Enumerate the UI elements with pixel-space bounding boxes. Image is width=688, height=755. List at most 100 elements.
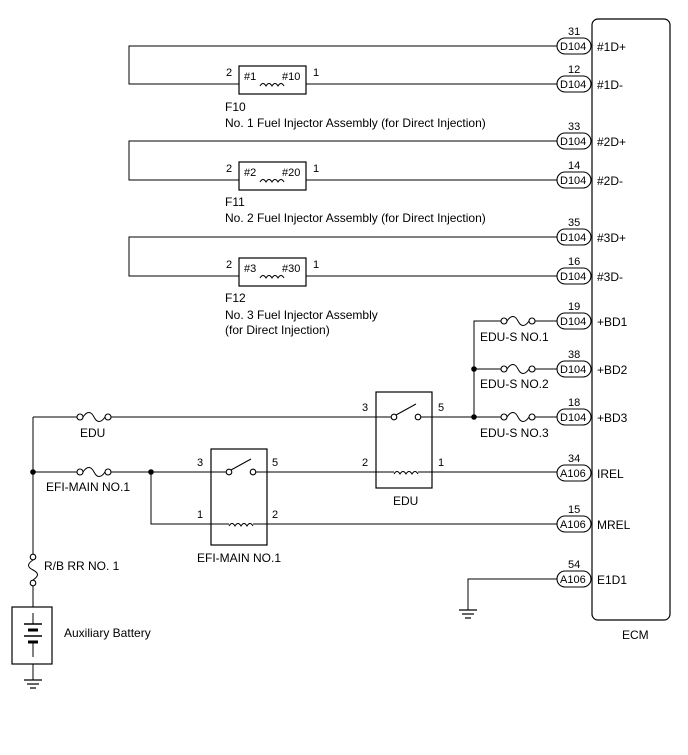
injector-2-left-label: #2 — [244, 167, 256, 179]
terminal-name: +BD3 — [597, 411, 628, 425]
pin-number: 15 — [568, 504, 580, 516]
terminal-name: E1D1 — [597, 573, 627, 587]
ground-icon — [24, 679, 42, 689]
efi-main-relay: 3 5 1 2 EFI-MAIN NO.1 — [197, 448, 281, 565]
terminal-name: #2D- — [597, 174, 623, 188]
edu-relay-label: EDU — [393, 494, 418, 508]
battery-label: Auxiliary Battery — [64, 626, 151, 640]
injector-2-desc: No. 2 Fuel Injector Assembly (for Direct… — [225, 211, 486, 225]
injector-1-right-label: #10 — [282, 71, 300, 83]
pin-number: 2 — [226, 163, 232, 175]
injector-2-right-label: #20 — [282, 167, 300, 179]
coil-icon — [259, 179, 285, 183]
ecm-label: ECM — [622, 628, 649, 642]
injector-2-body — [238, 161, 307, 191]
pin-number: 3 — [362, 402, 368, 414]
injector-3-left-label: #3 — [244, 263, 256, 275]
efi-main-relay-body — [210, 448, 268, 546]
efi-main-fuse-label: EFI-MAIN NO.1 — [46, 480, 130, 494]
injector-1: #1 #10 2 1 F10 No. 1 Fuel Injector Assem… — [128, 45, 557, 130]
auxiliary-battery: Auxiliary Battery — [11, 606, 151, 665]
ground-icon — [459, 609, 477, 619]
terminal-3d-plus: 35 D104 #3D+ — [556, 217, 626, 246]
edu-relay: 3 5 2 1 EDU — [362, 391, 444, 508]
connector-code: D104 — [560, 412, 586, 424]
connector-code: A106 — [560, 519, 586, 531]
terminal-bd1: 19 D104 +BD1 — [556, 301, 628, 330]
terminal-name: MREL — [597, 518, 631, 532]
rb-rr-fuse-label: R/B RR NO. 1 — [44, 559, 120, 573]
terminal-irel: 34 A106 IREL — [556, 453, 624, 482]
terminal-name: #2D+ — [597, 135, 626, 149]
pin-number: 16 — [568, 256, 580, 268]
efi-main-fuse: EFI-MAIN NO.1 — [33, 467, 211, 494]
connector-code: D104 — [560, 41, 586, 53]
edu-fuse-label: EDU — [80, 426, 105, 440]
terminal-name: +BD2 — [597, 363, 628, 377]
pin-number: 2 — [272, 509, 278, 521]
injector-1-left-label: #1 — [244, 71, 256, 83]
pin-number: 19 — [568, 301, 580, 313]
terminal-name: IREL — [597, 467, 624, 481]
pin-number: 1 — [313, 163, 319, 175]
ecm-box — [591, 18, 671, 621]
pin-number: 14 — [568, 160, 580, 172]
injector-3: #3 #30 2 1 F12 No. 3 Fuel Injector Assem… — [128, 236, 557, 337]
pin-number: 31 — [568, 26, 580, 38]
connector-code: A106 — [560, 574, 586, 586]
edu-relay-body — [375, 391, 433, 489]
terminal-mrel: 15 A106 MREL — [556, 504, 631, 533]
efi-main-relay-label: EFI-MAIN NO.1 — [197, 551, 281, 565]
pin-number: 5 — [438, 402, 444, 414]
pin-number: 1 — [313, 259, 319, 271]
connector-code: D104 — [560, 271, 586, 283]
terminal-name: #3D- — [597, 270, 623, 284]
terminal-name: #1D+ — [597, 40, 626, 54]
pin-number: 38 — [568, 349, 580, 361]
injector-3-body — [238, 257, 307, 287]
edu-s2-fuse-label: EDU-S NO.2 — [480, 377, 549, 391]
connector-code: D104 — [560, 364, 586, 376]
pin-number: 1 — [313, 67, 319, 79]
pin-number: 1 — [438, 457, 444, 469]
pin-number: 18 — [568, 397, 580, 409]
edu-fuse: EDU — [33, 412, 376, 440]
connector-code: A106 — [560, 468, 586, 480]
terminal-1d-minus: 12 D104 #1D- — [556, 64, 623, 93]
injector-3-right-label: #30 — [282, 263, 300, 275]
pin-number: 12 — [568, 64, 580, 76]
pin-number: 2 — [226, 67, 232, 79]
terminal-name: #3D+ — [597, 231, 626, 245]
injector-3-desc-line2: (for Direct Injection) — [225, 323, 330, 337]
injector-1-code: F10 — [225, 100, 246, 114]
injector-3-code: F12 — [225, 291, 246, 305]
pin-number: 5 — [272, 457, 278, 469]
pin-number: 54 — [568, 559, 580, 571]
coil-icon — [259, 275, 285, 279]
pin-number: 3 — [197, 457, 203, 469]
pin-number: 2 — [362, 457, 368, 469]
injector-2: #2 #20 2 1 F11 No. 2 Fuel Injector Assem… — [128, 140, 557, 225]
pin-number: 1 — [197, 509, 203, 521]
connector-code: D104 — [560, 79, 586, 91]
terminal-name: #1D- — [597, 78, 623, 92]
injector-2-code: F11 — [225, 195, 245, 209]
terminal-name: +BD1 — [597, 315, 628, 329]
connector-code: D104 — [560, 136, 586, 148]
terminal-1d-plus: 31 D104 #1D+ — [556, 26, 626, 55]
terminal-3d-minus: 16 D104 #3D- — [556, 256, 623, 285]
terminal-bd2: 38 D104 +BD2 — [556, 349, 628, 378]
terminal-e1d1: 54 A106 E1D1 — [556, 559, 627, 588]
pin-number: 35 — [568, 217, 580, 229]
pin-number: 34 — [568, 453, 580, 465]
pin-number: 33 — [568, 121, 580, 133]
injector-1-body — [238, 65, 307, 95]
terminal-2d-plus: 33 D104 #2D+ — [556, 121, 626, 150]
injector-1-desc: No. 1 Fuel Injector Assembly (for Direct… — [225, 116, 486, 130]
edu-s3-fuse-label: EDU-S NO.3 — [480, 426, 549, 440]
terminal-bd3: 18 D104 +BD3 — [556, 397, 628, 426]
edu-s1-fuse-label: EDU-S NO.1 — [480, 330, 549, 344]
rb-rr-fuse: R/B RR NO. 1 — [28, 553, 120, 587]
injector-3-desc-line1: No. 3 Fuel Injector Assembly — [225, 308, 378, 322]
